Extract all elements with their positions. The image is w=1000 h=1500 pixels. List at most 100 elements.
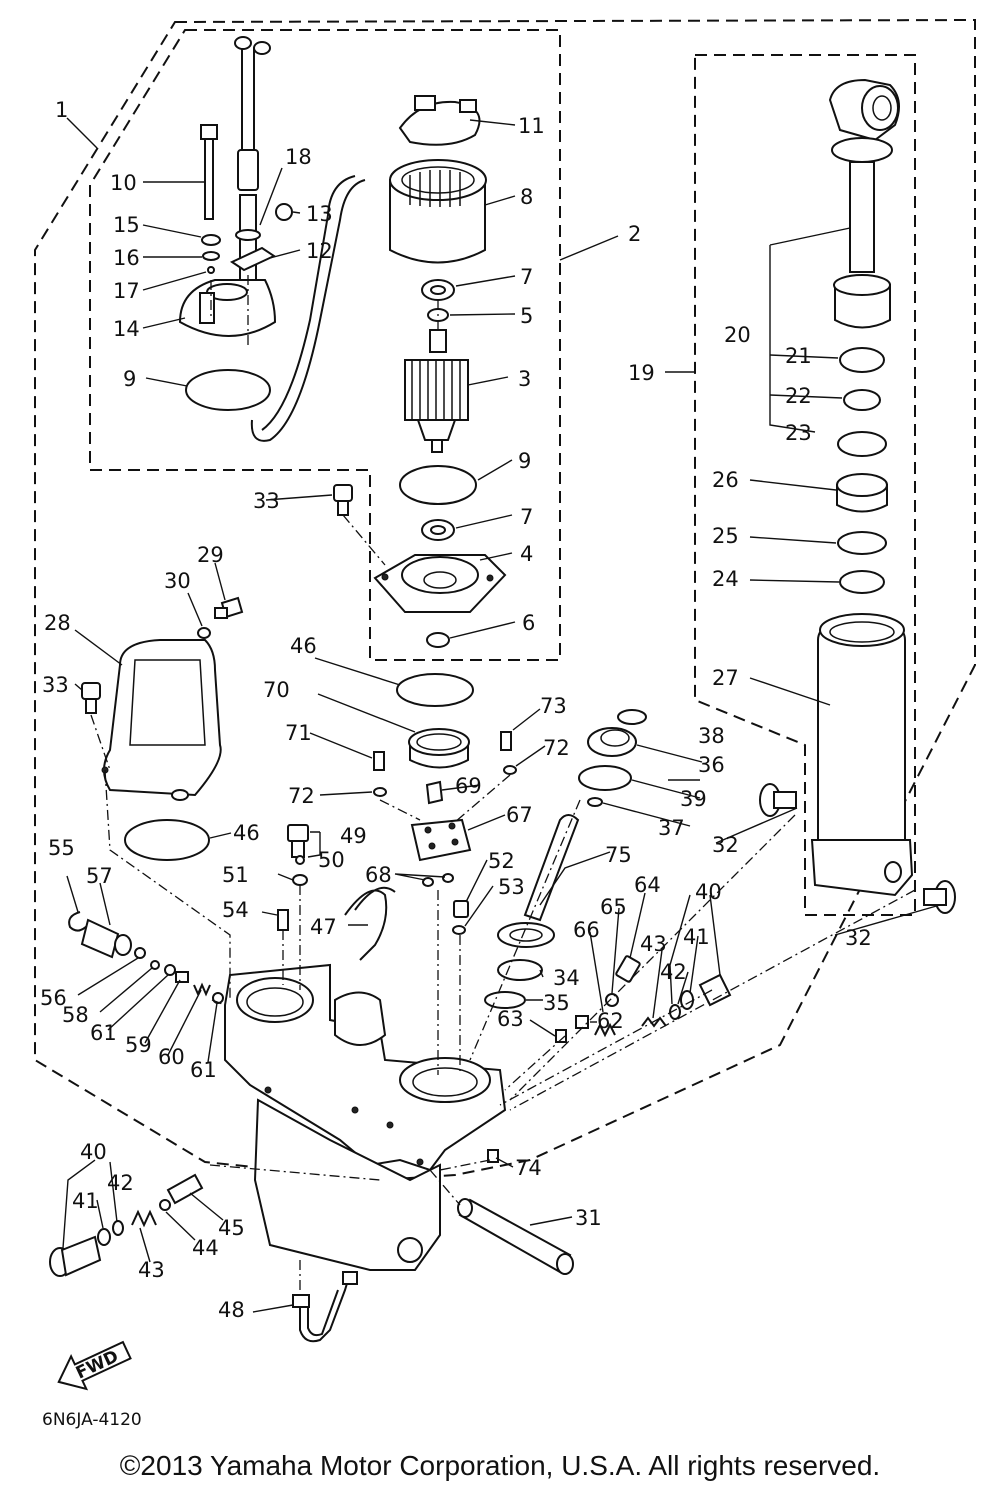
callout-25: 25: [712, 524, 739, 548]
screw-54: [277, 909, 289, 931]
callout-39: 39: [680, 787, 707, 811]
seat-62: [575, 1015, 589, 1029]
o-ring-24: [839, 570, 885, 594]
motor-assembly-boundary-2: [89, 29, 561, 661]
stator-8: [389, 159, 487, 264]
tube-75: [497, 814, 580, 948]
valve-45: [166, 1173, 204, 1205]
callout-61-left: 61: [90, 1021, 117, 1045]
valve-parts: [49, 911, 732, 1277]
ring-34: [497, 959, 543, 981]
pump-body-bore-left: [236, 977, 314, 1023]
o-ring-22: [843, 389, 881, 411]
pump-body-bore-left-inner: [246, 987, 304, 1017]
reservoir-28: [101, 639, 222, 801]
bracket-12: [229, 246, 277, 272]
callout-16: 16: [113, 246, 140, 270]
callout-63: 63: [497, 1007, 524, 1031]
callout-43-right: 43: [640, 932, 667, 956]
lead-wire-terminals: [234, 36, 271, 286]
piston-rod-20: [828, 78, 900, 329]
callout-20: 20: [724, 323, 751, 347]
lower-parts: [292, 1149, 574, 1343]
spring-60: [193, 982, 211, 997]
washer-51: [292, 874, 308, 886]
callout-23: 23: [785, 421, 812, 445]
shaft-31: [457, 1198, 574, 1275]
fwd-arrow-label: FWD: [73, 1347, 122, 1384]
callout-4: 4: [520, 542, 533, 566]
armature-3: [404, 329, 469, 453]
tilt-cylinder-boundary-19: [694, 54, 916, 916]
callout-48: 48: [218, 1298, 245, 1322]
callout-19: 19: [628, 361, 655, 385]
screw-33-left: [81, 682, 101, 714]
bearing-7-lower-inner: [430, 525, 446, 535]
bolt-hole-d: [416, 1158, 424, 1166]
ring-17: [207, 266, 215, 274]
ball-44: [159, 1199, 171, 1211]
callout-22: 22: [785, 384, 812, 408]
callout-73: 73: [540, 694, 567, 718]
callout-57: 57: [86, 864, 113, 888]
callout-7-upper: 7: [520, 265, 533, 289]
plug-49: [287, 824, 309, 858]
callout-5: 5: [520, 304, 533, 328]
callout-36: 36: [698, 753, 725, 777]
callout-6: 6: [522, 611, 535, 635]
callout-55: 55: [48, 836, 75, 860]
pipe-47: [344, 886, 396, 961]
callout-3: 3: [518, 367, 531, 391]
plug-40-left: [49, 1235, 102, 1277]
bolt-hole-b: [351, 1106, 359, 1114]
plug-52: [453, 900, 469, 918]
washer-15: [201, 234, 221, 246]
callout-8: 8: [520, 185, 533, 209]
callout-2: 2: [628, 222, 641, 246]
callout-29: 29: [197, 543, 224, 567]
callout-61-right: 61: [190, 1058, 217, 1082]
callout-41-left: 41: [72, 1189, 99, 1213]
plug-40-right: [698, 973, 732, 1007]
callout-47: 47: [310, 915, 337, 939]
washer-72-left: [373, 787, 387, 797]
callout-75: 75: [605, 843, 632, 867]
outer-assembly-boundary-1: [34, 18, 976, 1182]
screw-33-upper: [333, 484, 353, 516]
o-ring-46-lower: [124, 819, 210, 861]
plug-64: [615, 955, 641, 983]
o-ring-46-upper: [396, 673, 474, 707]
o-ring-56: [134, 947, 146, 959]
callout-40-left: 40: [80, 1140, 107, 1164]
o-ring-30: [197, 627, 211, 639]
ring-25: [837, 531, 887, 555]
callout-37: 37: [658, 816, 685, 840]
pump-body-port: [397, 1237, 423, 1263]
callout-32-left: 32: [712, 833, 739, 857]
bolt-hole-a: [264, 1086, 272, 1094]
pump-body-lower: [253, 1098, 441, 1271]
callout-30: 30: [164, 569, 191, 593]
callout-44: 44: [192, 1236, 219, 1260]
bolt-10: [200, 124, 218, 220]
callout-18: 18: [285, 145, 312, 169]
ring-23: [837, 431, 887, 457]
screw-13: [275, 203, 293, 221]
callout-62: 62: [597, 1009, 624, 1033]
callout-64: 64: [634, 873, 661, 897]
o-ring-21: [839, 347, 885, 373]
o-ring-37: [587, 797, 603, 807]
callout-60: 60: [158, 1045, 185, 1069]
callout-66: 66: [573, 918, 600, 942]
callout-9-left: 9: [123, 367, 136, 391]
leader-lines: [62, 117, 941, 1313]
circlip-55: [68, 911, 89, 932]
callout-74: 74: [515, 1156, 542, 1180]
wire-harness: [250, 175, 366, 442]
valve-59: [175, 971, 189, 983]
screw-74: [487, 1149, 499, 1163]
callout-54: 54: [222, 898, 249, 922]
callout-10: 10: [110, 171, 137, 195]
callout-11: 11: [518, 114, 545, 138]
washer-16: [202, 251, 220, 261]
